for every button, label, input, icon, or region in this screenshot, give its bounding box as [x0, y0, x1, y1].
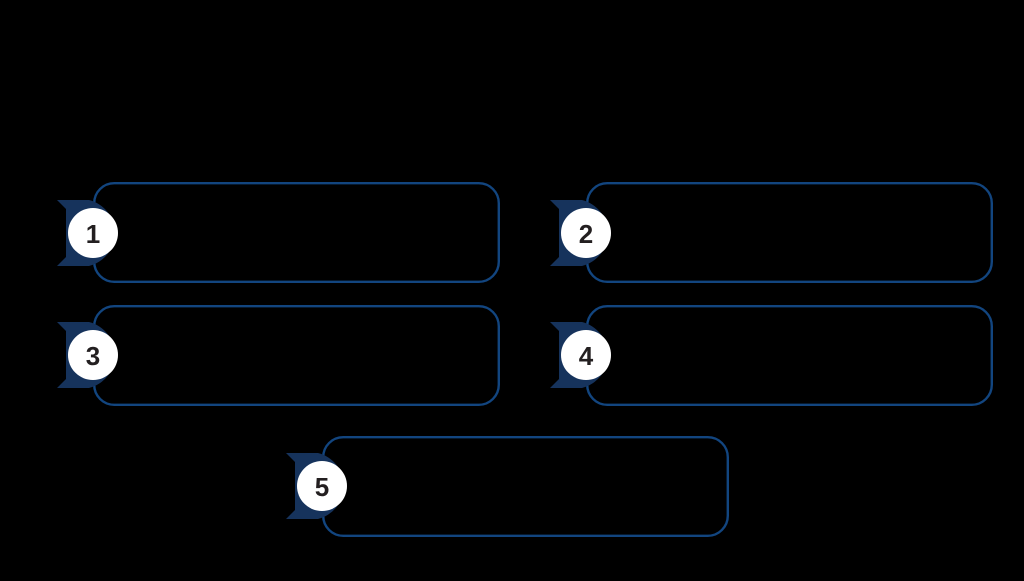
callout-badge-2-number: 2 — [579, 219, 593, 249]
callout-box-2[interactable] — [586, 181, 994, 283]
callout-badge-1-number: 1 — [86, 219, 100, 249]
callout-badge-3-number: 3 — [86, 341, 100, 371]
callout-badge-1-circle — [68, 208, 118, 258]
callout-badge-2-circle — [561, 208, 611, 258]
callout-box-3[interactable] — [92, 305, 501, 407]
callout-item-2: 2 — [550, 181, 994, 283]
callout-badge-4-circle — [561, 330, 611, 380]
callout-item-1: 1 — [57, 181, 501, 283]
callout-badge-3-circle — [68, 330, 118, 380]
callout-box-4[interactable] — [586, 305, 994, 407]
callout-badge-4-number: 4 — [579, 341, 594, 371]
callout-box-1[interactable] — [92, 181, 501, 283]
callout-badge-5-circle — [297, 461, 347, 511]
callout-item-3: 3 — [57, 305, 501, 407]
callout-box-5[interactable] — [322, 436, 730, 538]
callout-item-5: 5 — [286, 436, 730, 538]
callout-badge-5-number: 5 — [315, 472, 329, 502]
callout-item-4: 4 — [550, 305, 994, 407]
